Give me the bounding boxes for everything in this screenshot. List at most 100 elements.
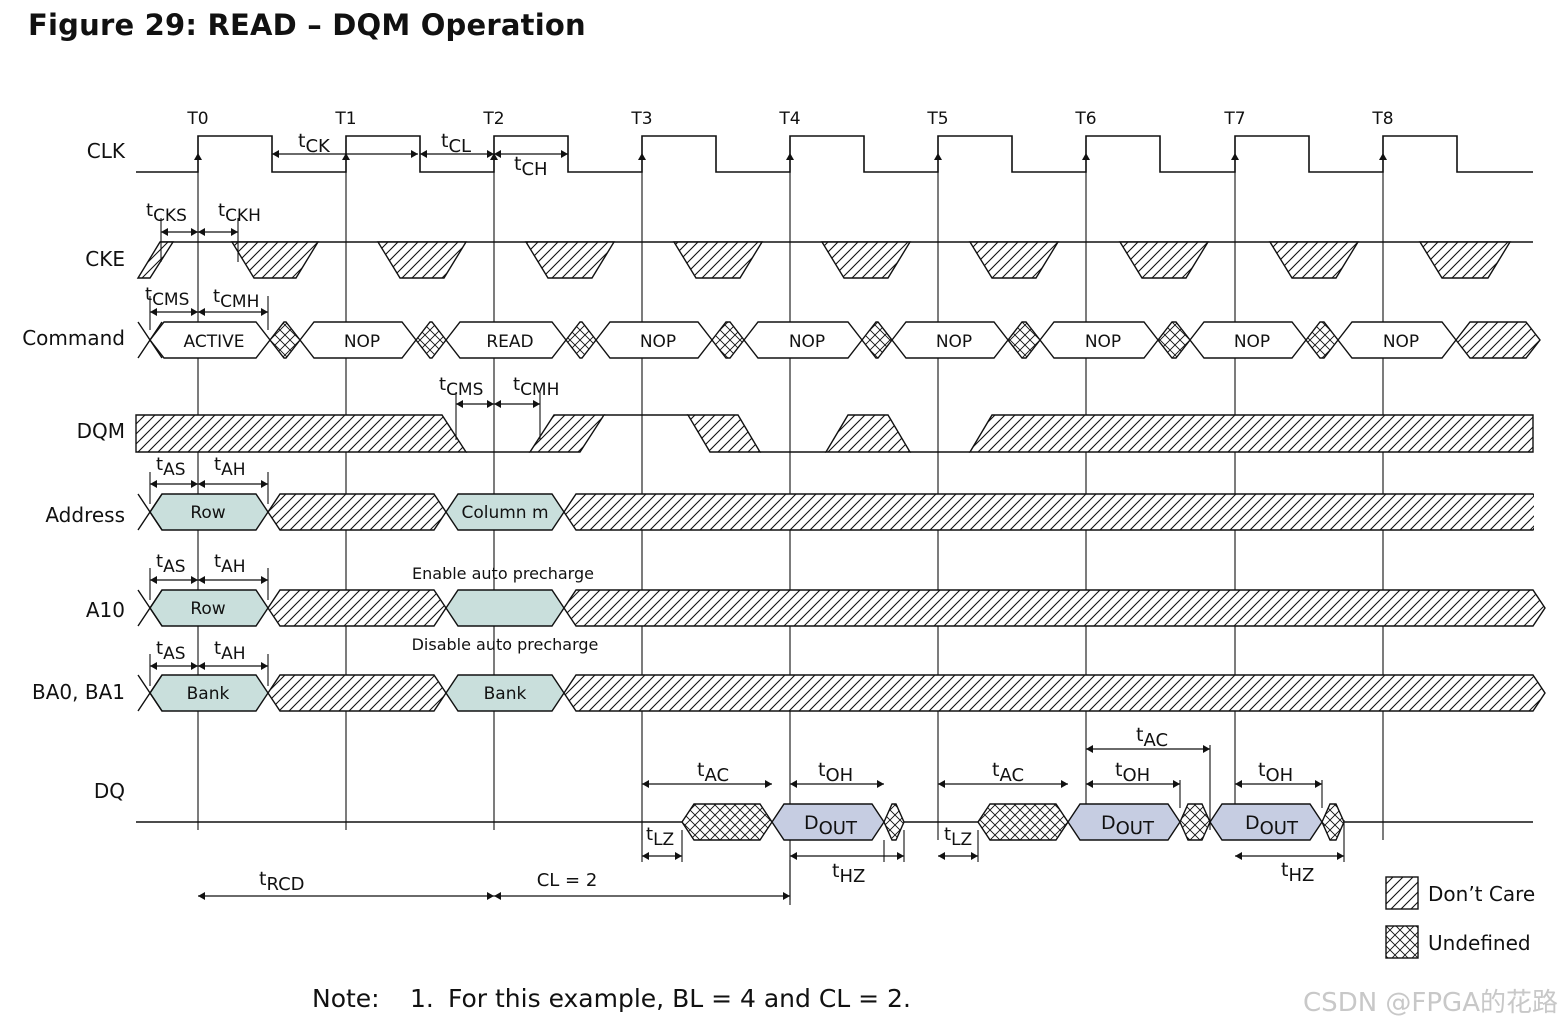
command-transition xyxy=(1007,321,1041,359)
bus-dontcare xyxy=(267,674,447,712)
arrowhead xyxy=(494,400,501,408)
dqm-waveform xyxy=(135,414,1534,453)
arrowhead xyxy=(642,852,649,860)
arrowhead xyxy=(198,576,205,584)
arrowhead xyxy=(533,400,540,408)
note-text: For this example, BL = 4 and CL = 2. xyxy=(448,984,911,1013)
clock-label-T5: T5 xyxy=(926,109,948,129)
arrowhead xyxy=(198,892,205,900)
bus-cell-valid xyxy=(445,589,565,627)
arrowhead xyxy=(877,780,884,788)
trcd-label: tRCD xyxy=(259,868,305,895)
dq-undefined xyxy=(977,803,1069,841)
toh-label: tOH xyxy=(1258,759,1293,786)
bus-transition xyxy=(137,493,163,531)
dq-undefined xyxy=(681,803,773,841)
clk-wave xyxy=(136,135,1533,173)
arrowhead xyxy=(198,308,205,316)
command-dontcare xyxy=(1455,321,1541,359)
signal-label-command: Command xyxy=(22,326,125,350)
dq-undefined xyxy=(1321,803,1345,841)
arrowhead xyxy=(1203,745,1210,753)
legend-dontcare-label: Don’t Care xyxy=(1428,882,1535,906)
note-number: 1. xyxy=(410,984,434,1013)
dqm-dontcare xyxy=(968,414,1534,453)
signal-label-ba: BA0, BA1 xyxy=(32,680,125,704)
note-prefix: Note: xyxy=(312,984,380,1013)
arrowhead xyxy=(790,852,797,860)
command-transition xyxy=(1157,321,1191,359)
cke-dontcare-region xyxy=(672,241,764,279)
enable-auto-precharge-label: Enable auto precharge xyxy=(412,564,594,583)
tcms-dqm-label: tCMS xyxy=(439,374,483,400)
clock-label-T6: T6 xyxy=(1074,109,1096,129)
legend-undefined-swatch xyxy=(1385,925,1419,959)
clk-waveform xyxy=(136,135,1533,173)
command-nop: NOP xyxy=(640,332,676,352)
arrowhead xyxy=(487,400,494,408)
clock-reference-lines xyxy=(197,140,1384,900)
arrowhead xyxy=(150,480,157,488)
arrowhead xyxy=(194,153,202,160)
signal-label-a10: A10 xyxy=(86,598,125,622)
signal-label-dq: DQ xyxy=(94,779,125,803)
bus-label: Bank xyxy=(484,684,527,704)
arrowhead xyxy=(191,576,198,584)
clock-label-T7: T7 xyxy=(1223,109,1245,129)
cke-dontcare-region xyxy=(1268,241,1360,279)
clock-label-T0: T0 xyxy=(186,109,208,129)
tcmh-dqm-label: tCMH xyxy=(513,374,559,400)
arrowhead xyxy=(1061,780,1068,788)
tas-label: tAS xyxy=(156,551,185,577)
signal-label-clk: CLK xyxy=(87,139,126,163)
arrowhead xyxy=(420,150,427,158)
cke-dontcare-region xyxy=(968,241,1060,279)
arrowhead xyxy=(638,153,646,160)
command-nop: NOP xyxy=(789,332,825,352)
bus-transition xyxy=(137,674,163,712)
arrowhead xyxy=(487,150,494,158)
arrowhead xyxy=(934,153,942,160)
tch-label: tCH xyxy=(514,153,548,180)
arrowhead xyxy=(1337,852,1344,860)
arrowhead xyxy=(261,662,268,670)
command-nop: NOP xyxy=(1085,332,1121,352)
arrowhead xyxy=(786,153,794,160)
tah-label: tAH xyxy=(214,454,245,480)
command-active: ACTIVE xyxy=(184,332,245,352)
signal-label-address: Address xyxy=(45,503,125,527)
thz-label: tHZ xyxy=(1281,859,1314,886)
cke-waveform xyxy=(136,241,1533,279)
arrowhead xyxy=(897,852,904,860)
tcmh-label: tCMH xyxy=(213,286,259,312)
arrowhead xyxy=(191,228,198,236)
arrowhead xyxy=(191,480,198,488)
arrowhead xyxy=(261,480,268,488)
watermark: CSDN @FPGA的花路 xyxy=(1303,988,1558,1018)
arrowhead xyxy=(261,308,268,316)
tac-label: tAC xyxy=(697,759,729,786)
tas-label: tAS xyxy=(156,638,185,664)
tas-label: tAS xyxy=(156,454,185,480)
arrowhead xyxy=(790,780,797,788)
bus-dontcare xyxy=(563,589,1546,627)
arrowhead xyxy=(971,852,978,860)
clock-label-T3: T3 xyxy=(630,109,652,129)
disable-auto-precharge-label: Disable auto precharge xyxy=(412,635,599,654)
arrowhead xyxy=(494,150,501,158)
tac-label: tAC xyxy=(992,759,1024,786)
tac-label: tAC xyxy=(1136,724,1168,751)
dqm-dontcare xyxy=(824,414,912,453)
arrowhead xyxy=(487,892,494,900)
arrowhead xyxy=(231,228,238,236)
arrowhead xyxy=(1231,153,1239,160)
arrowhead xyxy=(938,852,945,860)
dqm-dontcare xyxy=(686,414,762,453)
arrowhead xyxy=(272,150,279,158)
